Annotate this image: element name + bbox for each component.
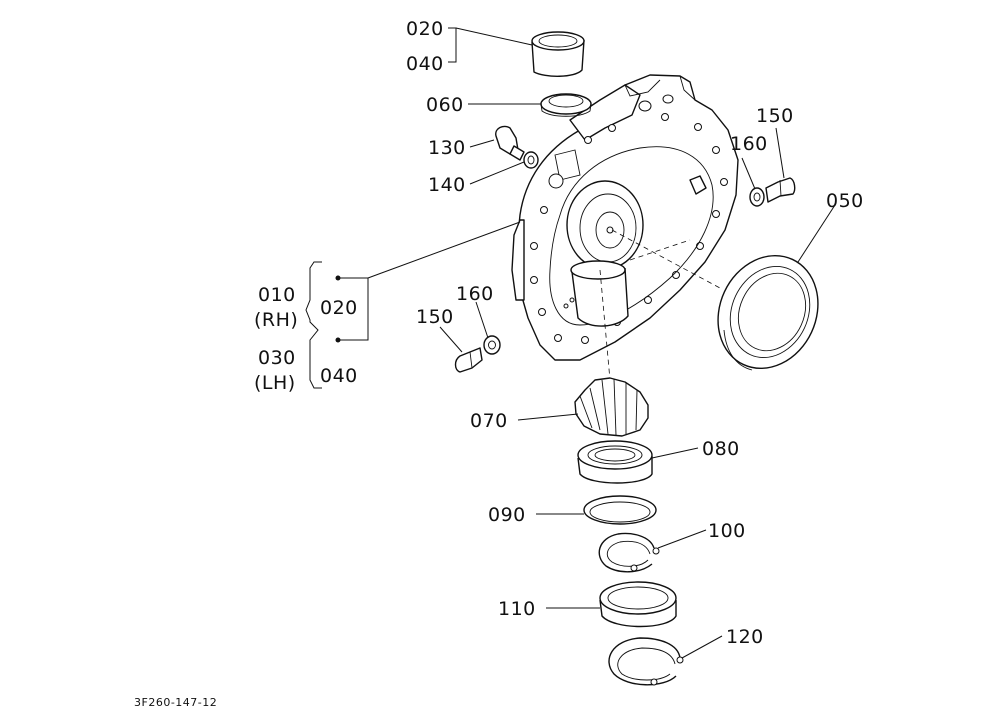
- label-020-left: 020: [320, 297, 358, 319]
- gear-case-housing: [511, 74, 739, 361]
- snap-ring-part-120: [608, 637, 684, 686]
- assembly-axis-lines: [599, 229, 721, 381]
- label-090: 090: [488, 504, 526, 526]
- ring-part-090: [583, 495, 657, 525]
- label-160-right: 160: [730, 133, 768, 155]
- oil-seal-part-050: [717, 254, 819, 371]
- label-rh: (RH): [254, 309, 298, 331]
- bolt-washer-right-150-160: [749, 177, 796, 207]
- label-020-top: 020: [406, 18, 444, 40]
- label-030: 030: [258, 347, 296, 369]
- leader-lines: [305, 27, 836, 659]
- label-160-left: 160: [456, 283, 494, 305]
- label-150-left: 150: [416, 306, 454, 328]
- label-120: 120: [726, 626, 764, 648]
- bearing-part-080: [577, 440, 653, 484]
- snap-ring-part-100: [598, 532, 660, 573]
- bushing-part-020-040: [531, 31, 585, 77]
- label-100: 100: [708, 520, 746, 542]
- label-140: 140: [428, 174, 466, 196]
- collar-part-110: [599, 581, 677, 628]
- label-050: 050: [826, 190, 864, 212]
- washer-part-140: [523, 151, 539, 169]
- diagram-reference-code: 3F260-147-12: [134, 696, 217, 709]
- plug-part-130: [495, 125, 525, 161]
- bevel-gear-part-070: [574, 377, 649, 437]
- label-010: 010: [258, 284, 296, 306]
- label-040-left: 040: [320, 365, 358, 387]
- label-040-top: 040: [406, 53, 444, 75]
- bolt-washer-left-150-160: [454, 335, 501, 373]
- label-150-right: 150: [756, 105, 794, 127]
- label-110: 110: [498, 598, 536, 620]
- label-060: 060: [426, 94, 464, 116]
- label-080: 080: [702, 438, 740, 460]
- label-lh: (LH): [254, 372, 296, 394]
- label-070: 070: [470, 410, 508, 432]
- label-130: 130: [428, 137, 466, 159]
- part-number-labels: 020 040 060 130 140 160 150 050 010 (RH)…: [254, 18, 864, 648]
